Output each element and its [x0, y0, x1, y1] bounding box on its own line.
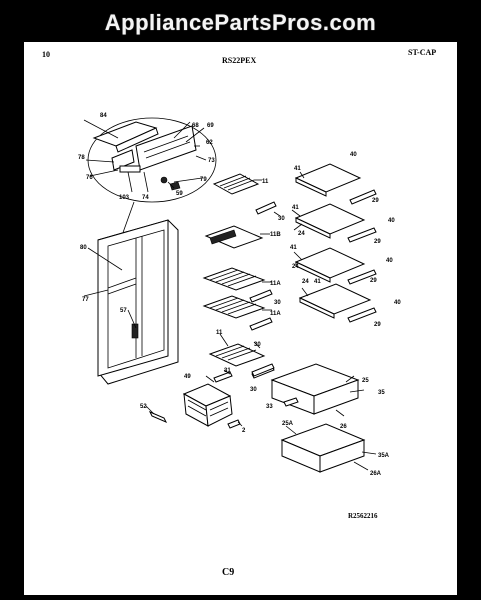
door-shelves: [291, 163, 377, 323]
callout-30-mid: 30: [274, 300, 281, 306]
callout-80: 80: [80, 245, 87, 251]
callout-41-shelf3: 41: [290, 245, 297, 251]
callout-33: 33: [266, 404, 273, 410]
callout-29-shelf3: 29: [370, 278, 377, 284]
callout-24-shelf2: 24: [298, 231, 305, 237]
callout-35: 35: [378, 390, 385, 396]
callout-24-shelf3: 24: [292, 264, 299, 270]
callout-40-shelf4: 40: [394, 300, 401, 306]
callout-26: 26: [340, 424, 347, 430]
refrigerator-cabinet: [83, 219, 179, 385]
callout-73: 73: [208, 158, 215, 164]
freezer-shelves: [202, 173, 281, 379]
callout-2: 2: [242, 428, 246, 434]
callout-25a: 25A: [282, 421, 294, 427]
control-housing-inset: [83, 117, 217, 253]
callout-41-shelf4: 41: [314, 279, 321, 285]
callout-40-shelf3: 40: [386, 258, 393, 264]
callout-31: 31: [224, 368, 231, 374]
callout-40-shelf2: 40: [388, 218, 395, 224]
callout-11-top: 11: [262, 179, 269, 185]
freezer-basket: [145, 363, 275, 429]
callout-26a: 26A: [370, 471, 382, 477]
callout-29-shelf1: 29: [372, 198, 379, 204]
callout-52: 52: [140, 404, 147, 410]
callout-35a: 35A: [378, 453, 390, 459]
callout-25: 25: [362, 378, 369, 384]
crisper-drawers: [270, 363, 377, 473]
page-code: C9: [222, 567, 235, 578]
callout-11-lower: 11: [216, 330, 223, 336]
callout-30-lower: 30: [254, 342, 261, 348]
callout-49: 49: [184, 374, 191, 380]
callout-78: 78: [78, 155, 85, 161]
callout-79: 79: [200, 177, 207, 183]
callout-29-shelf2: 29: [374, 239, 381, 245]
callout-30-top: 30: [278, 216, 285, 222]
callout-41-shelf1: 41: [294, 166, 301, 172]
page-number: 10: [42, 50, 50, 59]
watermark: AppliancePartsPros.com: [104, 10, 377, 35]
model-number: RS22PEX: [222, 56, 257, 65]
callout-69: 69: [207, 123, 214, 129]
callout-68: 68: [192, 123, 199, 129]
callout-11a-upper: 11A: [270, 281, 281, 287]
callout-84: 84: [100, 113, 107, 119]
callout-40-shelf1: 40: [350, 152, 357, 158]
callout-41-shelf2: 41: [292, 205, 299, 211]
callout-59: 59: [176, 191, 183, 197]
callout-74: 74: [142, 195, 149, 201]
callout-62: 62: [206, 140, 213, 146]
callout-11a-lower: 11A: [270, 311, 281, 317]
callout-29-shelf4: 29: [374, 322, 381, 328]
callout-57: 57: [120, 308, 127, 314]
callout-24-shelf4: 24: [302, 279, 309, 285]
callout-76: 76: [86, 175, 93, 181]
diagram-page: 10 RS22PEX ST-CAP: [24, 42, 457, 595]
callout-77: 77: [82, 297, 89, 303]
callout-11b: 11B: [270, 232, 281, 238]
callout-103: 103: [119, 195, 130, 201]
diagram-reference-code: R2562216: [348, 512, 378, 520]
section-code: ST-CAP: [408, 48, 437, 57]
callout-30-bottom: 30: [250, 387, 257, 393]
exploded-parts-diagram: 84 68 69 62 78 73 76 79 103 74 59 11 30 …: [78, 113, 401, 477]
